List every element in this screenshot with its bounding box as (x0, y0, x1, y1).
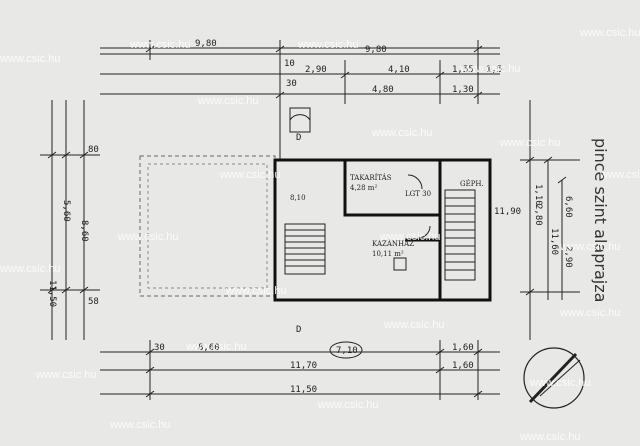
watermark: www.csic.hu (379, 231, 441, 243)
dim-bottom-4: 11,70 (290, 361, 317, 371)
dim-top-4: 4,10 (388, 65, 410, 75)
watermark: www.csic.hu (297, 39, 359, 51)
watermark: www.csic.hu (109, 419, 171, 431)
watermark: www.csic.hu (0, 53, 61, 65)
dim-bottom-7: 30 (154, 343, 165, 353)
watermark: www.csic.hu (559, 241, 621, 253)
dim-top-1: 9,80 (195, 39, 217, 49)
watermark: www.csic.hu (0, 263, 61, 275)
room-label-boiler: KAZÁNHÁZ (372, 239, 414, 248)
dim-top-10: 30 (286, 79, 297, 89)
dim-bottom-1: 8,60 (198, 343, 220, 353)
dim-bottom-6: 11,50 (290, 385, 317, 395)
dim-top-9: 10 (284, 59, 295, 69)
watermark: www.csic.hu (459, 63, 521, 75)
watermark: www.csic.hu (185, 341, 247, 353)
dim-bottom-circle (329, 341, 363, 359)
dim-top-6: 1,5 (486, 65, 502, 75)
dim-left-1: 80 (88, 145, 99, 155)
watermark: www.csic.hu (383, 319, 445, 331)
bottom-dimension-lines (100, 340, 500, 400)
watermark: www.csic.hu (371, 127, 433, 139)
section-marker-bottom: D (296, 325, 301, 335)
watermark: www.csic.hu (519, 431, 581, 443)
dim-left-4: 11,50 (47, 280, 57, 307)
watermark: www.csic.hu (129, 39, 191, 51)
dim-right-2: 1,10 (533, 184, 543, 206)
dim-right-6: 2,90 (563, 246, 573, 268)
room-area-left: 8,10 (290, 194, 306, 202)
staircase-right (444, 189, 476, 281)
upper-floor-inner-outline (147, 163, 268, 289)
watermark: www.csic.hu (117, 231, 179, 243)
dim-top-3: 2,90 (305, 65, 327, 75)
lgt-label: LGT 30 (405, 190, 431, 198)
room-label-mechanical: GÉPH. (460, 179, 484, 188)
room-area-cleaning: 4,28 m² (350, 184, 377, 192)
dim-bottom-5: 1,60 (452, 361, 474, 371)
room-area-boiler: 10,11 m² (372, 250, 404, 258)
dim-bottom-3: 1,60 (452, 343, 474, 353)
watermark: www.csic.hu (225, 285, 287, 297)
dim-left-5: 58 (88, 297, 99, 307)
staircase-left (284, 223, 326, 275)
watermark: www.csic.hu (499, 137, 561, 149)
watermark: www.csic.hu (197, 95, 259, 107)
watermark: www.csic.hu (529, 377, 591, 389)
dim-left-2: 8,60 (79, 220, 89, 242)
plan-title: pince szint alaprajza (591, 138, 610, 302)
dim-top-5: 1,55 (452, 65, 474, 75)
room-label-cleaning: TAKARÍTÁS (350, 173, 392, 182)
door-swings (289, 107, 431, 271)
watermark: www.csic.hu (599, 169, 640, 181)
dim-top-7: 4,80 (372, 85, 394, 95)
right-dimension-lines (520, 100, 580, 340)
north-arrow (523, 347, 585, 409)
watermark: www.csic.hu (219, 169, 281, 181)
watermark: www.csic.hu (317, 399, 379, 411)
left-dimension-lines (40, 100, 100, 340)
dim-left-3: 5,60 (61, 200, 71, 222)
watermarks: www.csic.hu www.csic.hu www.csic.hu www.… (0, 27, 640, 443)
section-marker-top: D (296, 133, 301, 143)
dim-right-5: 6,60 (563, 196, 573, 218)
dim-top-8: 1,30 (452, 85, 474, 95)
watermark: www.csic.hu (559, 307, 621, 319)
watermark: www.csic.hu (579, 27, 640, 39)
watermark: www.csic.hu (35, 369, 97, 381)
top-dimension-lines (100, 40, 500, 160)
cellar-walls (273, 158, 492, 302)
dim-right-3: 2,80 (533, 204, 543, 226)
dim-bottom-2: 7,10 (336, 346, 358, 356)
dim-right-4: 11,60 (549, 228, 559, 255)
dim-top-2: 9,80 (365, 45, 387, 55)
dim-right-1: 11,90 (494, 207, 521, 217)
